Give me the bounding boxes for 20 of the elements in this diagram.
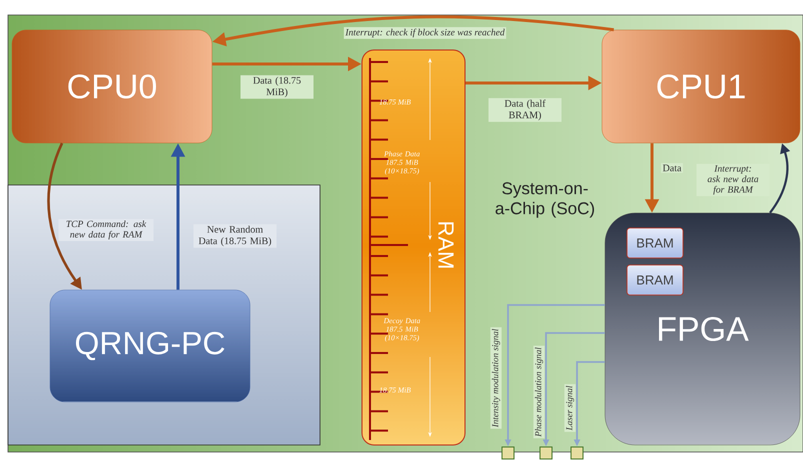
edge-label: Data (18.75 MiB): [240, 75, 314, 99]
memory-block: BRAM: [626, 264, 684, 296]
edge-label: Phase modulation signal: [533, 346, 545, 438]
edge-label: New Random Data (18.75 MiB): [194, 224, 276, 248]
edge-label: Data (half BRAM): [488, 98, 562, 122]
processor-box: CPU1: [602, 30, 800, 144]
region-title: System-on-a-Chip (SoC): [496, 182, 594, 218]
memory-title: RAM: [438, 222, 454, 268]
edge-label: Intensity modulation signal: [490, 327, 502, 429]
edge-label: Data: [661, 163, 683, 173]
processor-box: CPU0: [12, 30, 212, 144]
edge-label: Interrupt: ask new data for BRAM: [696, 164, 770, 196]
memory-block: BRAM: [626, 228, 684, 258]
edge-label: Interrupt: check if block size was reached: [344, 27, 506, 39]
computer-box: QRNG-PC: [50, 290, 250, 402]
edge-label: Laser signal: [564, 384, 576, 432]
output-pin: [570, 446, 584, 460]
output-pin: [540, 446, 552, 460]
output-pin: [502, 446, 514, 460]
edge-label: TCP Command: ask new data for RAM: [58, 218, 154, 242]
